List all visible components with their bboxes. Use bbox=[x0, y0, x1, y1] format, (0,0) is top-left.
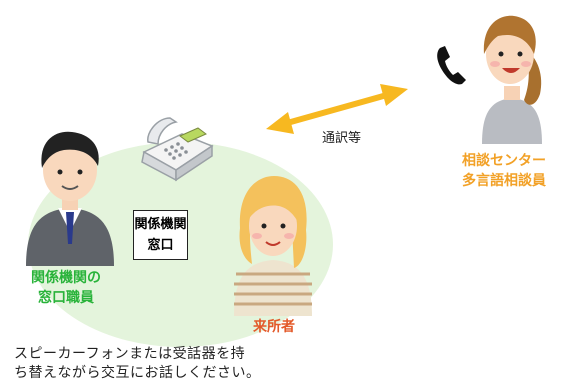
staff-label: 関係機関の窓口職員 bbox=[31, 270, 101, 306]
instruction-caption: スピーカーフォンまたは受話器を持ち替えながら交互にお話しください。 bbox=[14, 346, 261, 381]
double-arrow-icon bbox=[266, 84, 408, 134]
visitor-label: 来所者 bbox=[253, 319, 295, 335]
center-label: 相談センター多言語相談員 bbox=[462, 153, 546, 189]
phone-handset-icon bbox=[437, 46, 466, 85]
office-box: 関係機関窓口 bbox=[133, 210, 188, 260]
consultant-figure bbox=[482, 15, 542, 144]
staff-figure bbox=[26, 131, 114, 266]
visitor-figure bbox=[234, 176, 312, 316]
arrow-label: 通訳等 bbox=[322, 131, 362, 146]
desk-phone-icon bbox=[141, 117, 214, 182]
